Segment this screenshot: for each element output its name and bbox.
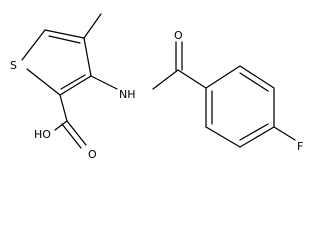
bond-methyl [83, 13, 102, 39]
bond-cacid-o-double [61, 123, 82, 149]
bond-cacid-o [66, 120, 87, 146]
bond-ar5-ar6 [205, 126, 241, 148]
acid-oxygen-label: O [88, 148, 97, 160]
bond-c3-c2 [59, 75, 92, 96]
bond-ar4-ar5-inner [239, 123, 269, 141]
bond-s-c5 [21, 29, 46, 61]
bond-c5-c4-inner [48, 35, 81, 44]
bond-n-ccarbonyl [152, 69, 179, 90]
bond-carbonyl-aryl [177, 69, 207, 89]
bond-ar4-f [273, 126, 296, 141]
fluorophenyl-ring [205, 65, 275, 148]
bond-c5-c4 [44, 29, 85, 39]
bond-c2-s [26, 68, 61, 96]
carboxylic-acid-group [54, 94, 87, 149]
bond-c3-c2-inner [60, 74, 86, 90]
amide-group [90, 41, 207, 90]
bond-ar2-ar3 [239, 65, 275, 89]
bond-ar2-ar3-inner [239, 72, 269, 92]
bond-cacid-oh [54, 120, 68, 131]
thiophene-ring [21, 29, 92, 96]
fluorine-label: F [297, 140, 303, 153]
bond-c4-c3 [83, 37, 92, 77]
bond-c3-n [90, 75, 118, 90]
acid-hydroxyl-label: HO [34, 128, 51, 141]
bond-ar4-ar5 [239, 126, 275, 148]
bond-c2-cacid [59, 94, 68, 122]
bond-ar1-ar2 [205, 65, 241, 89]
amide-nitrogen-label: NH [119, 88, 136, 101]
molecule-structure: S NH O HO O F [10, 13, 303, 160]
carbonyl-oxygen-label: O [174, 29, 183, 42]
sulfur-label: S [10, 59, 17, 72]
